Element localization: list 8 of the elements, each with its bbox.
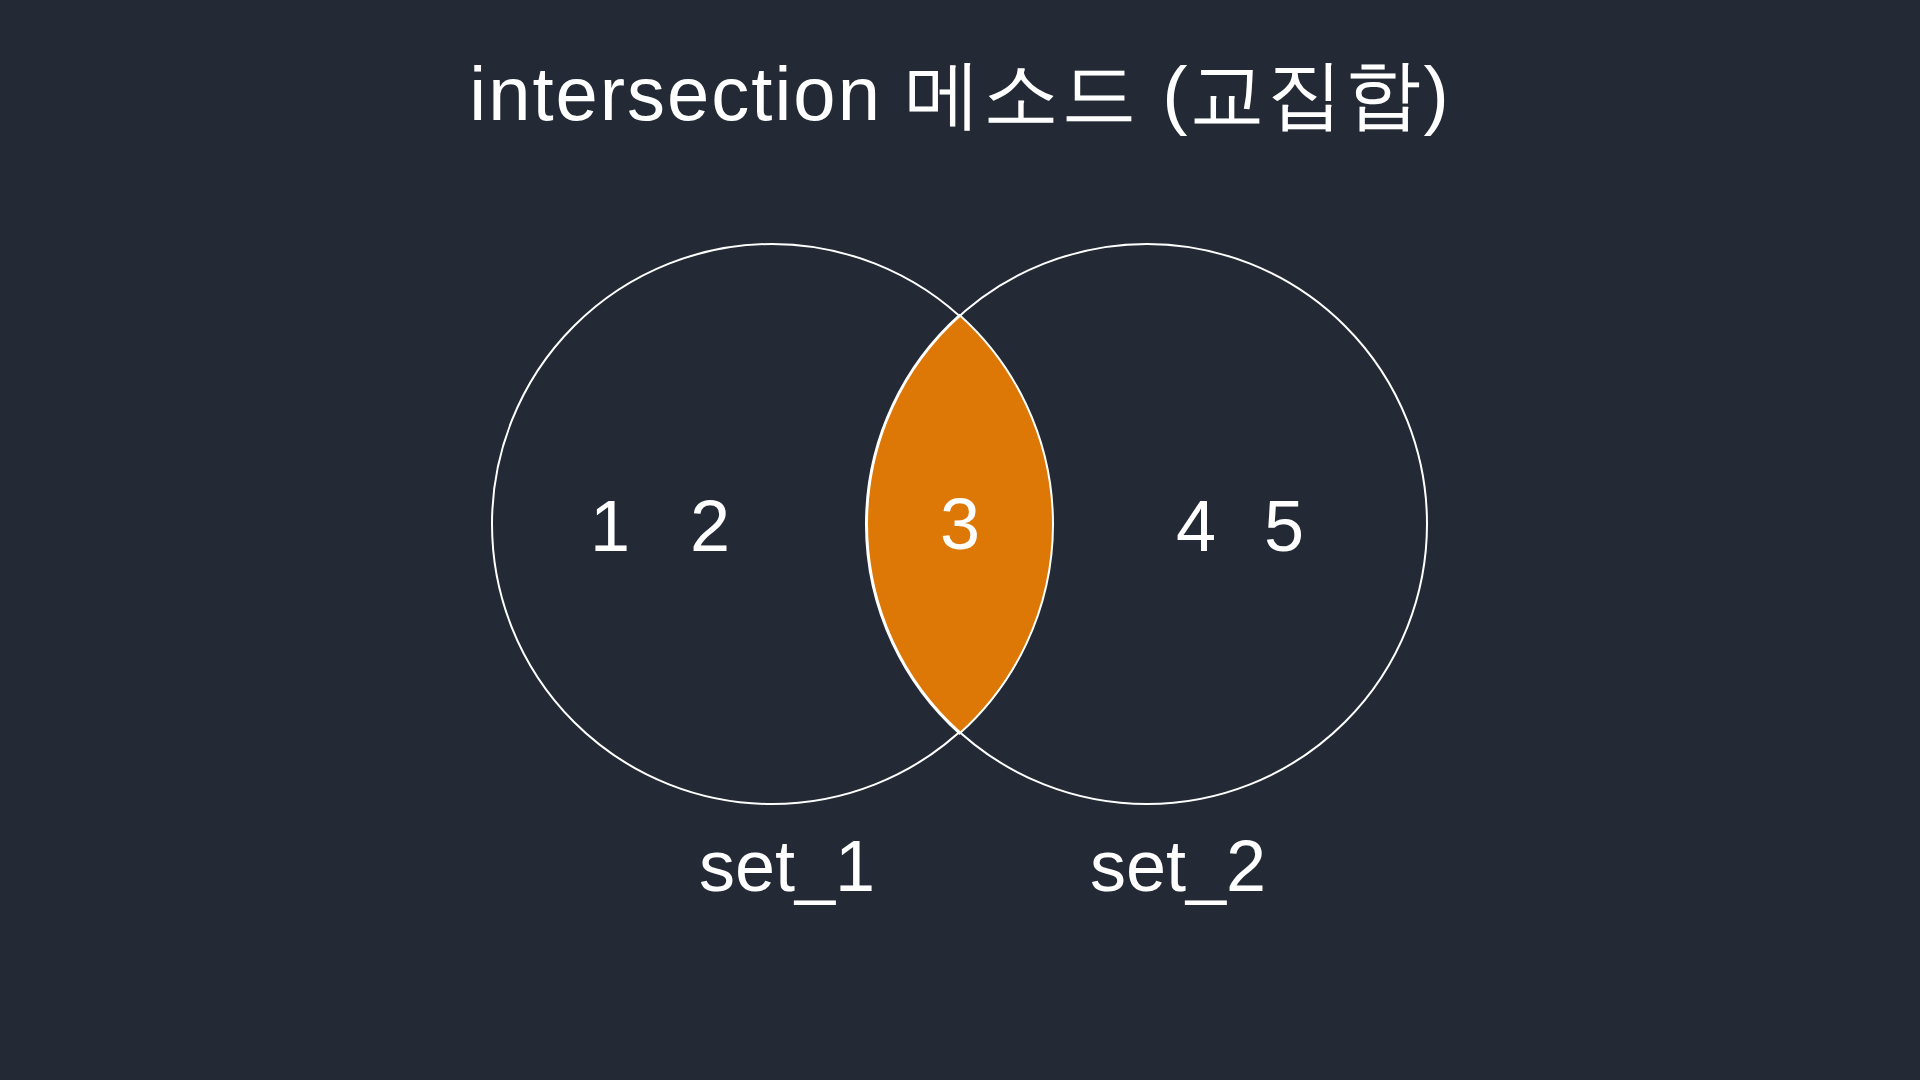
set-element: 3 [940,488,980,560]
set-circle [866,243,1428,805]
set-element: 4 [1176,490,1216,562]
title: intersection 메소드 (교집합) [469,51,1451,136]
set-element: 1 [590,490,630,562]
set-element: 2 [690,490,730,562]
intersection-region [864,312,1055,736]
set-element: 5 [1264,490,1304,562]
